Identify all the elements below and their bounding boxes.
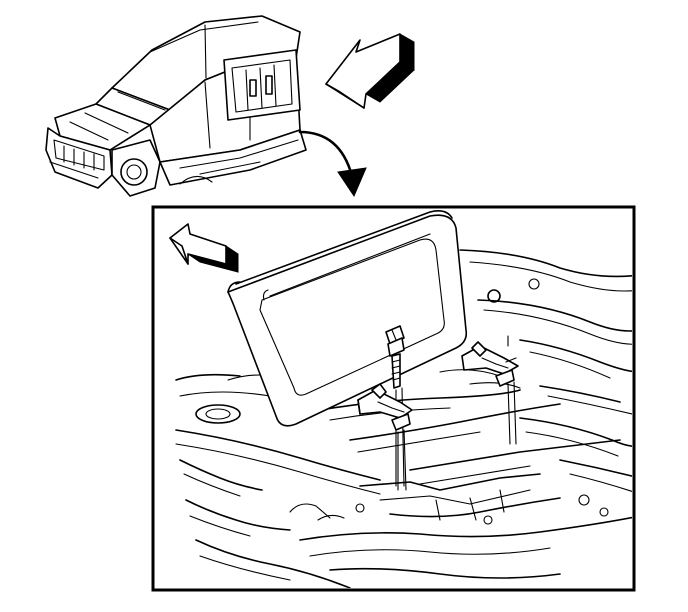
vehicle-body-overview-icon [45, 15, 307, 197]
front-direction-arrow-icon [169, 223, 239, 273]
view-direction-arrow-icon [325, 33, 415, 109]
rear-seat-cushion [227, 210, 468, 427]
seat-bracket-right [461, 335, 519, 445]
seat-bracket-left [357, 383, 413, 491]
detail-callout-arrow-icon [298, 130, 367, 198]
floor-pan [175, 249, 632, 588]
